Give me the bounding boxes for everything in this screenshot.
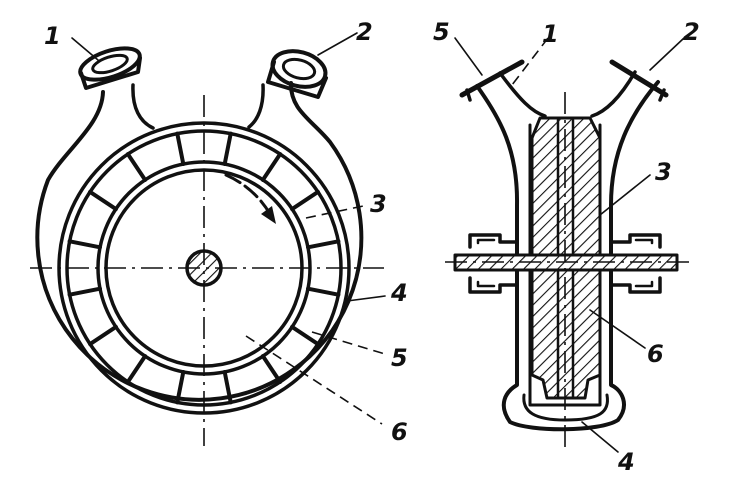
chamber-partition [260, 152, 283, 182]
chamber-partition [125, 152, 148, 182]
chamber-partition [67, 239, 102, 250]
side-label-1: 1 [542, 20, 559, 48]
neck-2-inner [247, 83, 265, 129]
side-flange-2 [609, 59, 669, 102]
leader-2 [317, 32, 358, 56]
side-leader-5 [454, 37, 483, 76]
front-label-1: 1 [44, 22, 61, 50]
leader-5 [311, 331, 386, 355]
side-label-4: 4 [617, 448, 635, 476]
chamber-partition [306, 286, 341, 297]
seal-right-top [609, 233, 662, 254]
leader-1 [71, 37, 99, 61]
chamber-partition [290, 189, 320, 212]
side-label-2: 2 [683, 18, 700, 46]
front-label-4: 4 [390, 279, 408, 307]
chamber-partition [175, 370, 186, 405]
seal-left-bottom [468, 272, 519, 294]
side-leader-2 [649, 37, 685, 71]
chamber-partition [175, 131, 186, 166]
front-label-5: 5 [391, 344, 408, 372]
side-label-6: 6 [647, 340, 664, 368]
chamber-partition [222, 131, 233, 166]
leader-6 [245, 335, 383, 425]
front-label-2: 2 [356, 18, 373, 46]
front-label-3: 3 [370, 190, 387, 218]
front-view: 1 2 3 4 5 6 [30, 18, 408, 446]
outer-casing [35, 81, 364, 402]
seal-right-bottom [609, 272, 662, 294]
chamber-partition [306, 239, 341, 250]
chamber-partition [88, 324, 118, 347]
side-leader-1 [511, 37, 549, 86]
side-neck-left-inner [498, 71, 547, 118]
chamber-partition [260, 354, 283, 384]
side-label-3: 3 [655, 158, 672, 186]
flange-2 [266, 49, 328, 99]
seal-right-bottom-inner [634, 280, 654, 288]
seal-left-top [468, 233, 519, 254]
shaft [187, 251, 221, 285]
chamber-partition [125, 354, 148, 384]
side-bottom-inner [522, 393, 609, 422]
chamber-partitions [67, 131, 341, 405]
side-rotor-outline [530, 116, 602, 400]
chamber-partition [290, 324, 320, 347]
leader-4 [346, 295, 386, 302]
chamber-partition [67, 286, 102, 297]
side-label-5: 5 [433, 18, 450, 46]
side-leader-6 [589, 309, 646, 349]
chamber-partition [222, 370, 233, 405]
chamber-partition [88, 189, 118, 212]
flange-1 [78, 46, 142, 90]
neck-1-inner [131, 83, 155, 130]
side-leader-3 [599, 174, 651, 216]
front-label-6: 6 [391, 418, 408, 446]
leader-3 [305, 204, 369, 219]
rotation-arrowhead [261, 206, 276, 224]
side-flange-5 [459, 59, 525, 102]
seal-left-top-inner [476, 238, 496, 245]
seal-right-top-inner [634, 238, 654, 245]
seal-left-bottom-inner [476, 280, 496, 288]
side-view: 5 1 2 3 6 4 [433, 18, 700, 476]
side-leader-4 [581, 421, 619, 453]
side-neck-right-inner [590, 70, 637, 118]
